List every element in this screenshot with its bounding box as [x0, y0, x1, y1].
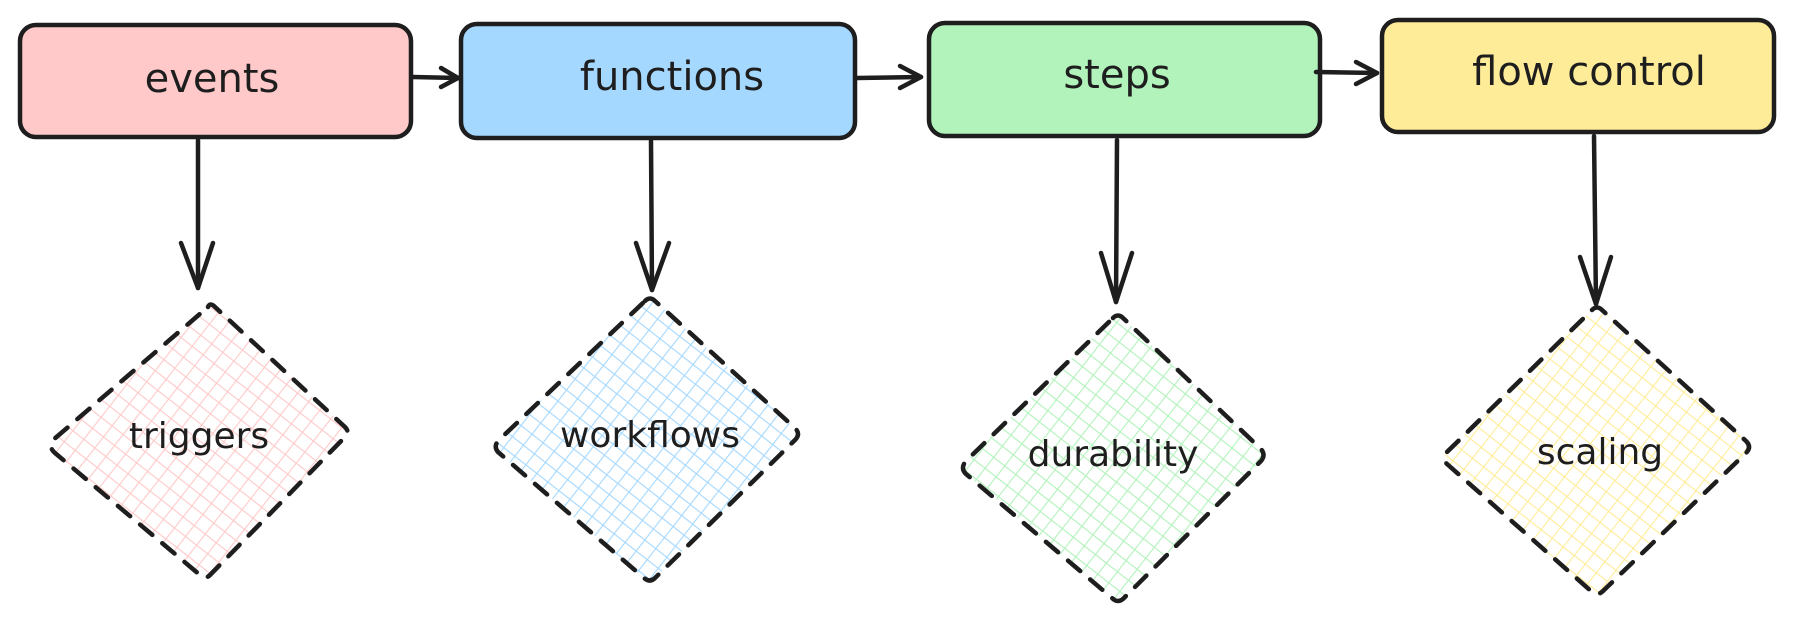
outcome-workflows: workflows — [493, 296, 801, 583]
outcome-workflows-outline — [493, 296, 801, 583]
arrow-steps-to-durability — [1098, 137, 1135, 305]
outcome-durability-label: durability — [1028, 434, 1199, 475]
outcome-triggers-outline — [48, 302, 350, 580]
outcome-workflows-diamond — [495, 298, 798, 581]
node-functions: functions — [458, 21, 858, 141]
arrow-flow-control-to-scaling — [1577, 133, 1614, 307]
outcome-durability-diamond — [963, 315, 1264, 601]
node-events-label: events — [145, 56, 280, 102]
outcome-workflows-label: workflows — [560, 415, 740, 456]
arrow-events-to-functions — [410, 65, 461, 90]
node-steps: steps — [926, 20, 1323, 139]
arrow-events-to-triggers — [178, 137, 216, 291]
arrow-functions-to-steps — [854, 63, 924, 91]
outcome-triggers: triggers — [48, 302, 350, 580]
outcome-scaling-outline — [1441, 305, 1752, 597]
node-flow-control: flow control — [1379, 17, 1777, 135]
node-functions-box — [458, 21, 858, 141]
arrow-functions-to-workflows — [633, 138, 672, 293]
node-flow-control-label: flow control — [1472, 49, 1706, 95]
arrow-steps-to-flow-control — [1313, 59, 1380, 87]
outcome-scaling: scaling — [1441, 305, 1752, 597]
node-functions-label: functions — [580, 54, 764, 100]
node-steps-label: steps — [1063, 52, 1170, 98]
node-events: events — [17, 22, 414, 140]
node-steps-box — [926, 20, 1323, 139]
outcome-durability: durability — [960, 313, 1266, 604]
node-events-box — [17, 22, 414, 140]
outcome-scaling-label: scaling — [1537, 432, 1663, 473]
outcome-durability-outline — [960, 313, 1266, 604]
outcome-triggers-label: triggers — [129, 416, 269, 457]
node-flow-control-box — [1379, 17, 1777, 135]
